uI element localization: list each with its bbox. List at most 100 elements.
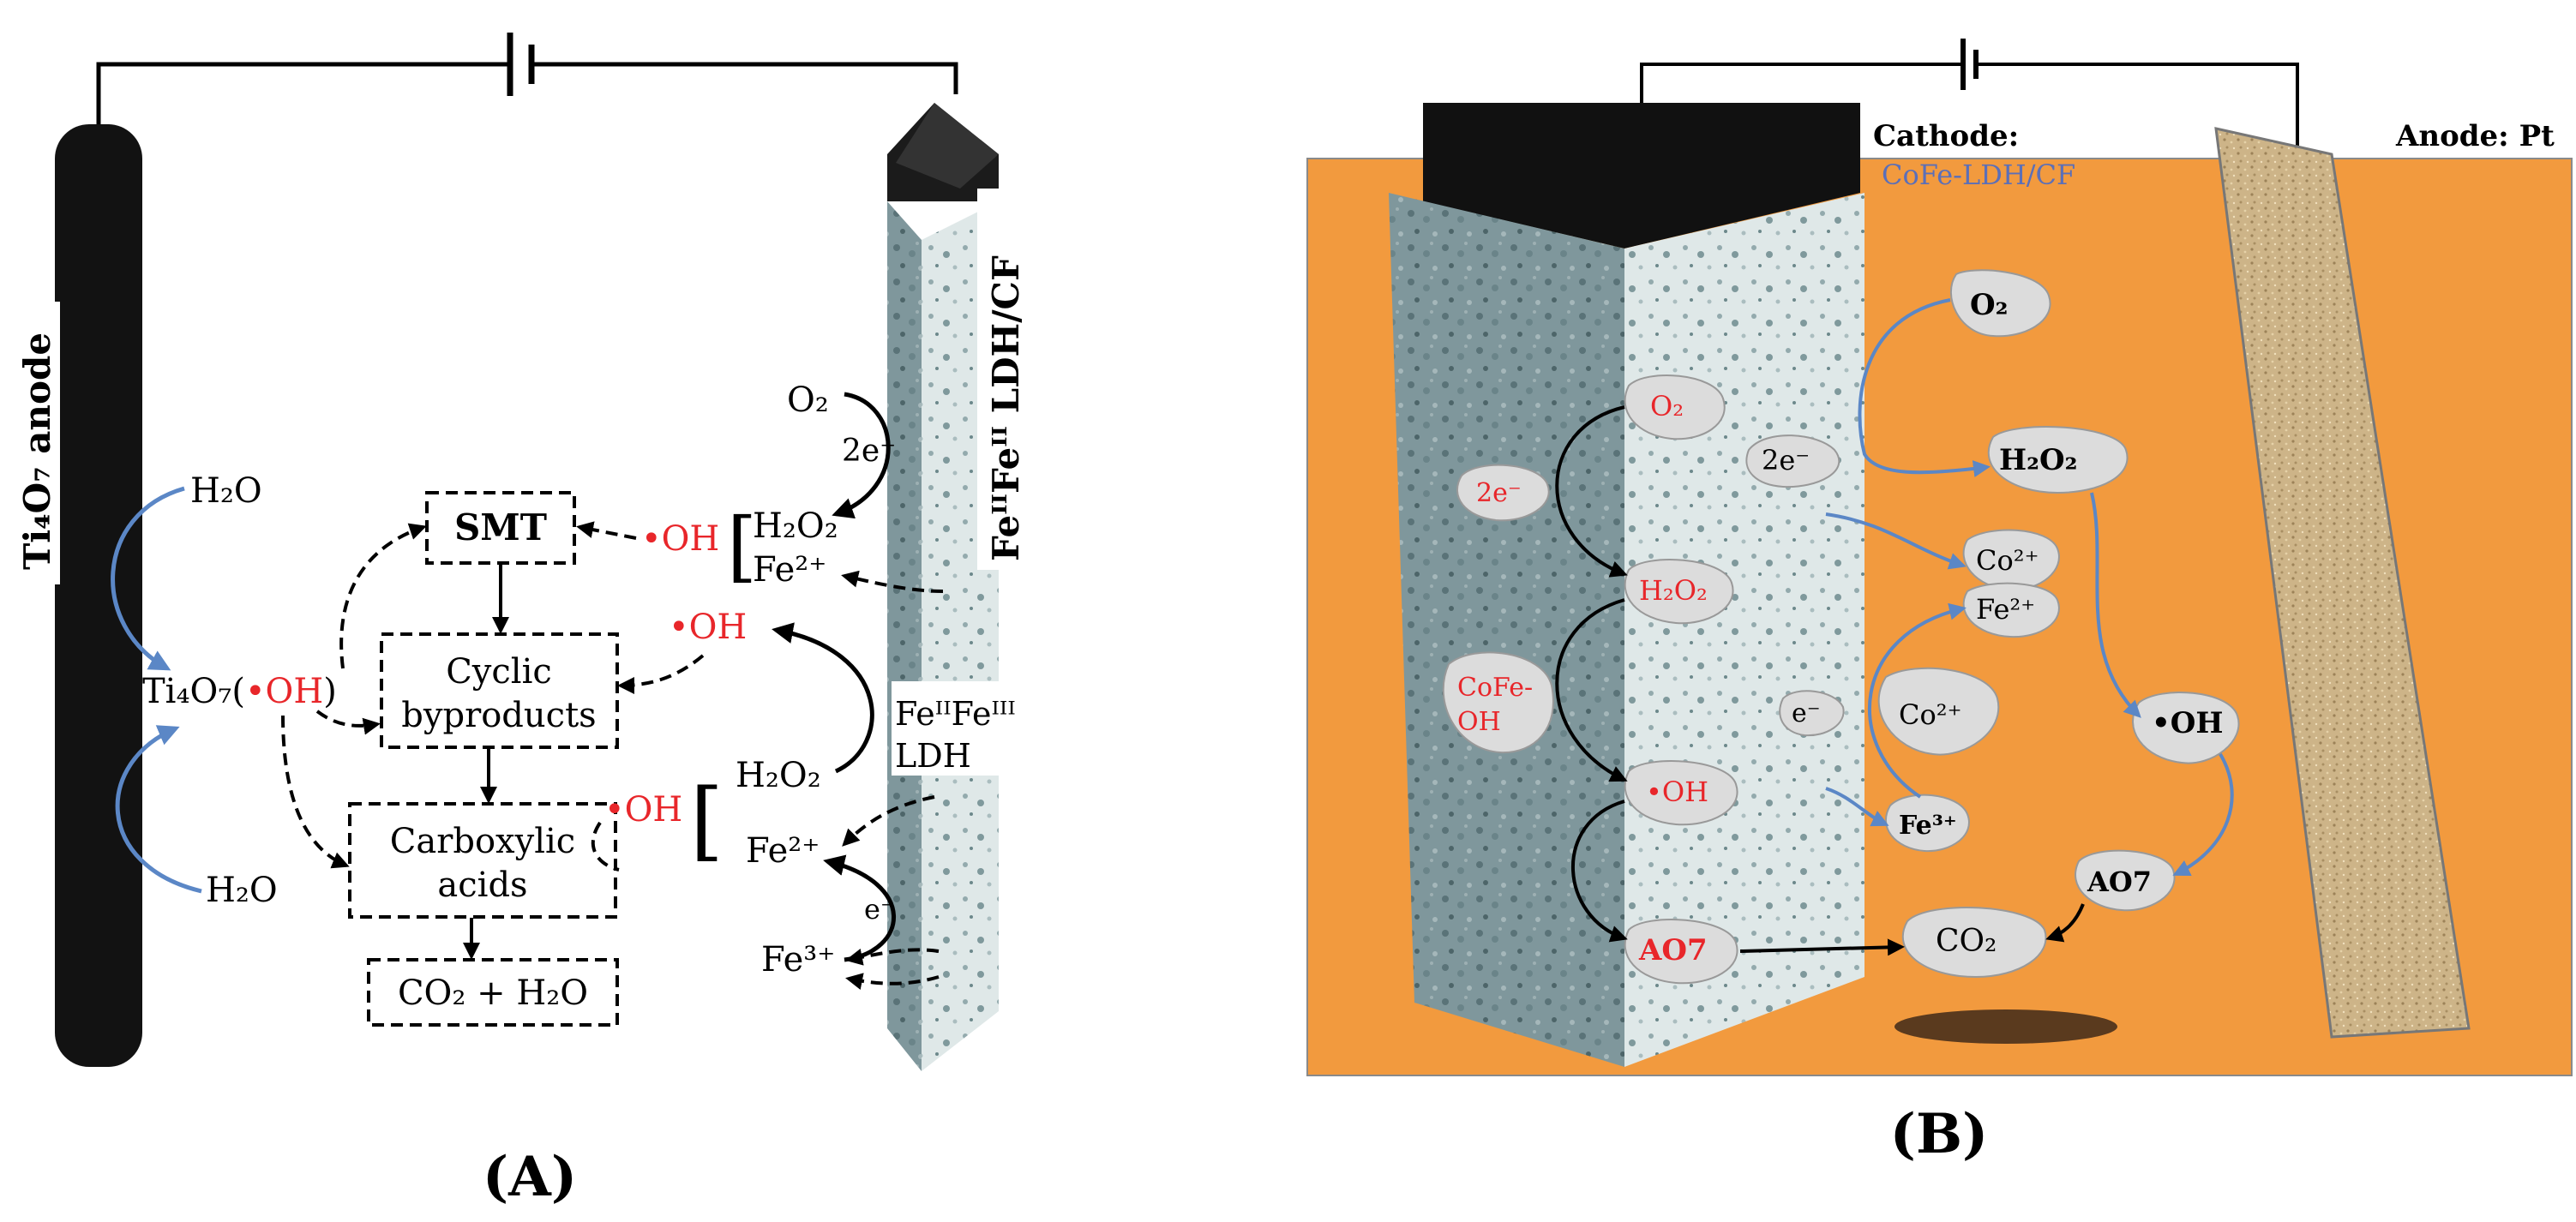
species-e-minus: e⁻ <box>1779 690 1845 737</box>
svg-text:•OH: •OH <box>2152 706 2223 740</box>
arrow-b-oh-to-ao7-inner <box>1570 800 1628 943</box>
arrow-b-o2-to-h2o2-inner <box>1555 405 1628 578</box>
blue-arrow-oh-to-ao7 <box>2172 752 2234 877</box>
species-co2: CO₂ <box>1901 906 2047 979</box>
svg-text:CoFe-: CoFe- <box>1457 673 1533 703</box>
svg-text:AO7: AO7 <box>2087 866 2152 898</box>
circuit-wire-a <box>96 62 958 124</box>
blue-arrow-to-fe3 <box>1825 787 1889 827</box>
species-oh-inner: •OH <box>1624 760 1738 826</box>
species-2e-outer: 2e⁻ <box>1745 434 1840 488</box>
svg-text:CO₂: CO₂ <box>1936 924 1997 959</box>
svg-text:2e⁻: 2e⁻ <box>1476 478 1522 508</box>
species-co2-plus-mid: Co²⁺ <box>1877 667 2000 756</box>
svg-text:Fe³⁺: Fe³⁺ <box>1899 811 1957 841</box>
precipitate-blob <box>1894 1009 2117 1044</box>
species-fe2: Fe²⁺ <box>1962 582 2060 638</box>
svg-text:acids: acids <box>437 866 527 905</box>
panel-a: Ti₄O₇ anode FeᴵᴵFeᴵᴵ LDH/CF H₂O H₂O Ti₄O… <box>16 33 1037 1209</box>
svg-text:H₂O₂: H₂O₂ <box>1639 574 1708 607</box>
oh-radical-1: •OH <box>641 519 719 559</box>
oh-radical-2: •OH <box>669 608 747 647</box>
blue-arrow-anode-bottom <box>115 725 202 894</box>
svg-text:2e⁻: 2e⁻ <box>1762 444 1810 476</box>
cathode-label: FeᴵᴵFeᴵᴵ LDH/CF <box>985 255 1027 561</box>
dashed-arrow-oh3-to-carboxylic <box>591 821 620 872</box>
arrow-fe3-to-fe2 <box>823 854 896 962</box>
species-h2o2-inner: H₂O₂ <box>1624 559 1734 625</box>
svg-text:CO₂ + H₂O: CO₂ + H₂O <box>398 973 588 1013</box>
species-fe3: Fe³⁺ <box>1885 794 1970 853</box>
fe3-a: Fe³⁺ <box>761 940 835 979</box>
ti4o7-oh-label: Ti₄O₇(•OH) <box>142 672 337 711</box>
species-ao7-outer: AO7 <box>2075 849 2176 912</box>
cathode-subtitle: CoFe-LDH/CF <box>1882 159 2075 191</box>
svg-text:Co²⁺: Co²⁺ <box>1899 698 1961 731</box>
svg-text:•OH: •OH <box>1646 776 1708 808</box>
anode-pt-plate <box>2214 127 2471 1039</box>
h2o-bottom-label: H₂O <box>206 871 278 910</box>
panel-b-label: (B) <box>1890 1102 1989 1166</box>
dashed-arrow-to-smt <box>339 523 427 669</box>
dashed-arrow-cathode-fe3-1 <box>845 948 940 966</box>
co2-h2o-box: CO₂ + H₂O <box>367 958 619 1027</box>
smt-box: SMT <box>425 491 576 565</box>
arrow-o2-to-h2o2 <box>832 392 891 519</box>
arrow-h2o2-to-oh2 <box>772 622 874 774</box>
anode-label: Ti₄O₇ anode <box>16 332 58 570</box>
bracket-1: [ <box>727 501 757 591</box>
cyclic-byproducts-box: Cyclic byproducts <box>380 632 619 749</box>
arrow-b-ao7-to-co2 <box>1739 938 1905 956</box>
o2-label-a: O₂ <box>787 380 829 420</box>
anode-label-box: Ti₄O₇ anode <box>16 302 60 584</box>
svg-text:Co²⁺: Co²⁺ <box>1976 544 2039 577</box>
panel-b: Cathode: CoFe-LDH/CF Anode: Pt O₂ 2e⁻ H₂… <box>1306 39 2573 1166</box>
svg-text:byproducts: byproducts <box>401 696 596 735</box>
svg-text:H₂O₂: H₂O₂ <box>1999 443 2078 477</box>
svg-text:Cyclic: Cyclic <box>446 652 552 692</box>
species-co2-plus-top: Co²⁺ <box>1962 529 2060 591</box>
svg-text:Carboxylic: Carboxylic <box>390 822 575 861</box>
oh-radical-3: •OH <box>604 790 682 830</box>
dashed-arrow-cathode-fe3-2 <box>845 973 940 990</box>
svg-text:Fe²⁺: Fe²⁺ <box>1976 593 2035 626</box>
anode-title: Anode: Pt <box>2395 119 2555 153</box>
dashed-arrow-to-carboxylic <box>281 715 350 869</box>
ldh-label-box: FeᴵᴵFeᴵᴵᴵ LDH <box>892 681 1037 776</box>
h2o-top-label: H₂O <box>190 471 262 511</box>
species-h2o2-outer: H₂O₂ <box>1987 426 2129 494</box>
dashed-arrow-cathode-fe2-top <box>841 570 944 593</box>
carboxylic-acids-box: Carboxylic acids <box>348 802 617 919</box>
svg-text:O₂: O₂ <box>1970 288 2009 322</box>
species-o2-inner: O₂ <box>1624 374 1726 440</box>
svg-text:SMT: SMT <box>454 506 547 548</box>
species-o2-outer: O₂ <box>1950 269 2051 338</box>
blue-arrow-fe3-to-fe2 <box>1868 602 1967 799</box>
species-oh-outer: •OH <box>2132 692 2240 764</box>
bracket-2: [ <box>690 770 724 871</box>
h2o2-bottom-a: H₂O₂ <box>736 756 821 795</box>
svg-text:FeᴵᴵFeᴵᴵᴵ: FeᴵᴵFeᴵᴵᴵ <box>895 695 1016 733</box>
species-2e-inner: 2e⁻ <box>1456 464 1550 522</box>
dashed-arrow-oh-to-smt <box>576 521 637 540</box>
dashed-arrow-to-cyclic <box>315 710 381 735</box>
svg-text:O₂: O₂ <box>1650 390 1684 422</box>
panel-a-label: (A) <box>483 1145 577 1209</box>
svg-text:e⁻: e⁻ <box>1792 698 1821 728</box>
fe2-top-a: Fe²⁺ <box>753 550 826 590</box>
blue-arrow-anode-top <box>111 486 185 671</box>
blue-arrow-to-co2plus <box>1825 512 1967 570</box>
ti4o7-anode-rod <box>55 124 142 1067</box>
blue-arrow-h2o2-to-oh <box>2090 492 2141 718</box>
cathode-title: Cathode: <box>1873 119 2019 153</box>
species-ao7-inner: AO7 <box>1624 919 1738 985</box>
cathode-label-box: FeᴵᴵFeᴵᴵ LDH/CF <box>977 189 1029 570</box>
svg-text:LDH: LDH <box>895 737 971 775</box>
arrow-b-ao7-outer-to-co2 <box>2045 903 2085 943</box>
species-cofe-oh: CoFe- OH <box>1442 651 1554 754</box>
blue-arrow-o2-to-h2o2 <box>1858 298 1991 477</box>
h2o2-top-a: H₂O₂ <box>753 506 838 546</box>
fe2-bottom-a: Fe²⁺ <box>746 831 820 871</box>
arrow-b-h2o2-to-oh-inner <box>1555 598 1628 782</box>
